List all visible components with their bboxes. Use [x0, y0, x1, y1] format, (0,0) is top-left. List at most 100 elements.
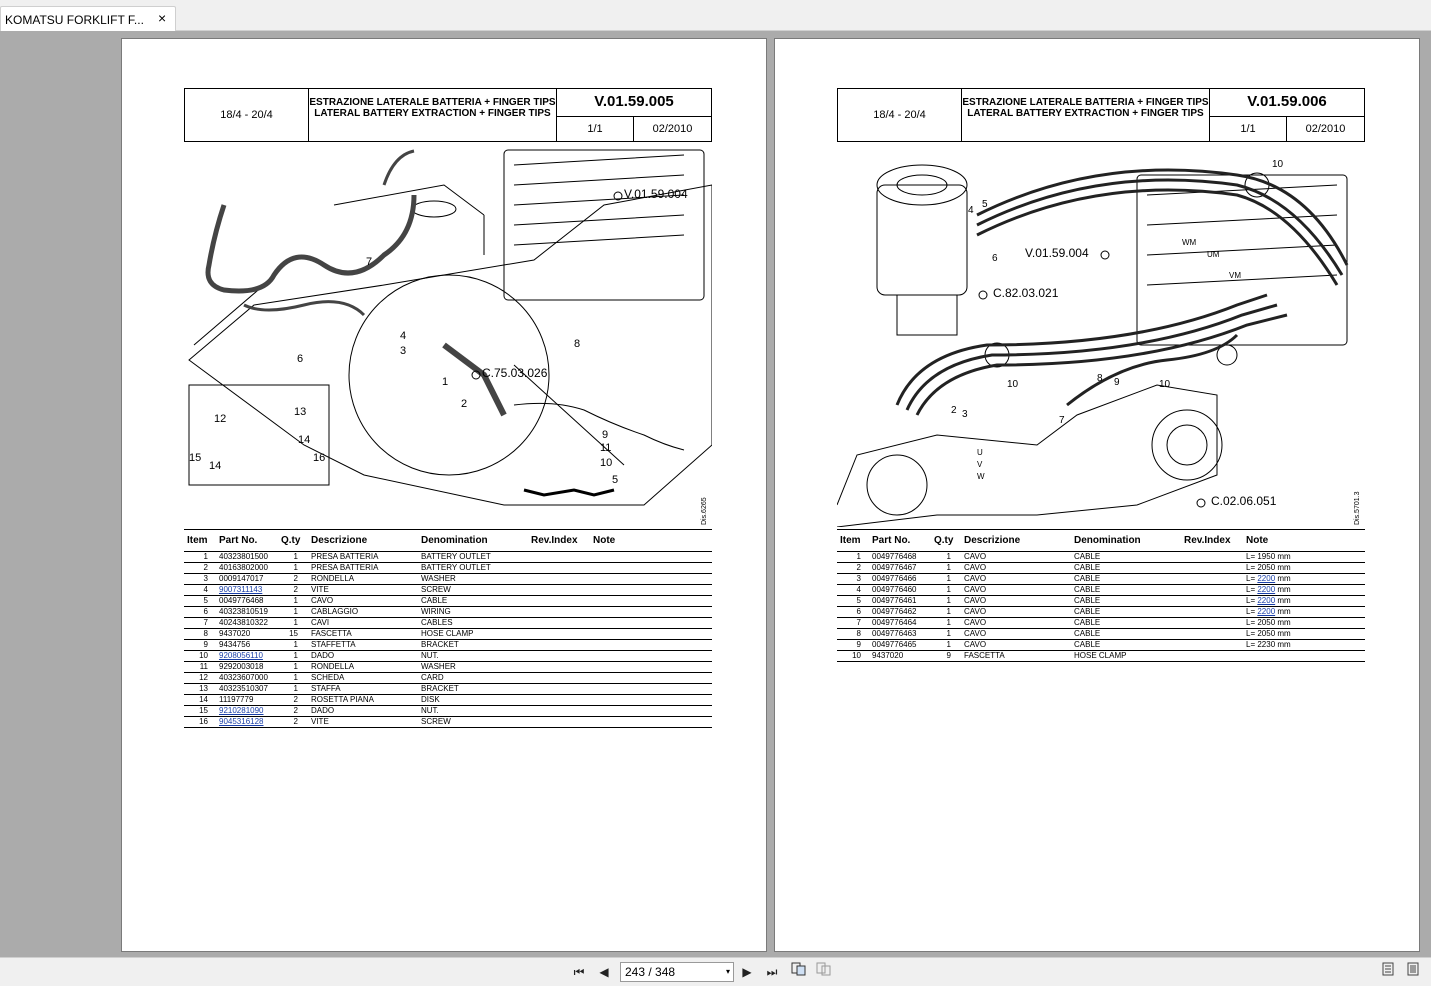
cell: 1 [278, 661, 308, 673]
svg-text:8: 8 [1097, 373, 1103, 384]
part-link[interactable]: 9210281090 [219, 706, 264, 715]
cell: 1 [931, 606, 961, 618]
length-link[interactable]: 2200 [1257, 607, 1276, 616]
svg-text:10: 10 [600, 457, 612, 469]
navigation-bar: ⏮ ◀ 243 / 348▾ ▶ ⏭ [0, 957, 1431, 986]
sheet-title: ESTRAZIONE LATERALE BATTERIA + FINGER TI… [962, 89, 1210, 141]
two-page-view-icon[interactable] [789, 962, 809, 982]
previous-page-button[interactable]: ◀ [599, 965, 609, 979]
first-page-button[interactable]: ⏮ [573, 965, 585, 979]
svg-text:12: 12 [214, 413, 226, 425]
cell [590, 584, 712, 596]
cell: CAVO [961, 606, 1071, 618]
document-viewer[interactable]: 18/4 - 20/4 ESTRAZIONE LATERALE BATTERIA… [0, 31, 1431, 957]
cell: L= 2050 mm [1243, 562, 1365, 574]
cell: L= 2050 mm [1243, 617, 1365, 629]
svg-text:4: 4 [968, 205, 974, 216]
cell [528, 584, 590, 596]
part-link[interactable]: 9007311143 [219, 585, 263, 594]
cell: CAVI [308, 617, 418, 629]
cell: NUT. [418, 650, 528, 662]
drawing-number: Dis.5701.3 [1354, 491, 1361, 525]
cell [590, 661, 712, 673]
cell: 40243810322 [216, 617, 278, 629]
cell: BATTERY OUTLET [418, 551, 528, 563]
page-number-select[interactable]: 243 / 348▾ [620, 962, 734, 982]
cell [590, 628, 712, 640]
cell: 15 [184, 705, 216, 717]
continuous-view-icon[interactable] [1378, 962, 1398, 982]
exploded-diagram: 2 3 4 5 6 7 8 9 10 10 10 U V W UM VM WM … [837, 159, 1361, 527]
length-link[interactable]: 2200 [1257, 585, 1276, 594]
column-header: Denomination [418, 529, 528, 552]
part-link[interactable]: 9045316128 [219, 717, 264, 726]
callout-labels: 1 2 3 4 5 6 7 8 9 10 11 12 13 14 15 16 1… [189, 256, 618, 486]
cell: 0049776463 [869, 628, 931, 640]
svg-text:WM: WM [1182, 238, 1197, 247]
single-page-view-icon[interactable] [814, 962, 834, 982]
cell: 8 [184, 628, 216, 640]
length-link[interactable]: 2200 [1257, 574, 1276, 583]
column-header: Rev.Index [528, 529, 590, 552]
cell: 2 [278, 573, 308, 585]
cell: CABLE [1071, 617, 1181, 629]
cell: 40323510307 [216, 683, 278, 695]
cell: 1 [931, 595, 961, 607]
chevron-down-icon[interactable]: ▾ [725, 967, 730, 976]
next-page-button[interactable]: ▶ [742, 965, 752, 979]
column-header: Q.ty [931, 529, 961, 552]
part-link[interactable]: 9208056110 [219, 651, 263, 660]
cell [590, 573, 712, 585]
cell: CABLE [1071, 639, 1181, 651]
cell: 11197779 [216, 694, 278, 706]
cell [590, 650, 712, 662]
sheet-date: 02/2010 [652, 123, 693, 135]
cell: 6 [837, 606, 869, 618]
cell: BRACKET [418, 639, 528, 651]
cell: 9437020 [216, 628, 278, 640]
cell: FASCETTA [961, 650, 1071, 662]
cell: 3 [837, 573, 869, 585]
cell: 40323801500 [216, 551, 278, 563]
cell [1181, 573, 1243, 585]
cell: CABLAGGIO [308, 606, 418, 618]
cell: 10 [184, 650, 216, 662]
cell [528, 672, 590, 684]
cell [1181, 562, 1243, 574]
cell: 13 [184, 683, 216, 695]
cell: NUT. [418, 705, 528, 717]
cell: L= 1950 mm [1243, 551, 1365, 563]
cell: CABLE [1071, 595, 1181, 607]
svg-text:5: 5 [612, 474, 618, 486]
cell: 9208056110 [216, 650, 278, 662]
column-header: Rev.Index [1181, 529, 1243, 552]
cell [528, 573, 590, 585]
page-left: 18/4 - 20/4 ESTRAZIONE LATERALE BATTERIA… [121, 38, 767, 952]
cell: PRESA BATTERIA [308, 551, 418, 563]
cell: CAVO [961, 628, 1071, 640]
cell: 1 [278, 562, 308, 574]
cell: DADO [308, 705, 418, 717]
length-link[interactable]: 2200 [1257, 596, 1276, 605]
fit-page-icon[interactable] [1403, 962, 1423, 982]
cell: 11 [184, 661, 216, 673]
cell: 9 [837, 639, 869, 651]
sheet-code: V.01.59.005 [557, 89, 711, 117]
cell [1243, 650, 1365, 662]
document-tab[interactable]: KOMATSU FORKLIFT F... × [0, 6, 176, 31]
svg-text:VM: VM [1229, 271, 1241, 280]
cell: 1 [278, 672, 308, 684]
cell: CAVO [961, 584, 1071, 596]
last-page-button[interactable]: ⏭ [766, 965, 778, 979]
reference-3: C.02.06.051 [1211, 494, 1277, 508]
cell: VITE [308, 584, 418, 596]
close-icon[interactable]: × [158, 10, 167, 26]
